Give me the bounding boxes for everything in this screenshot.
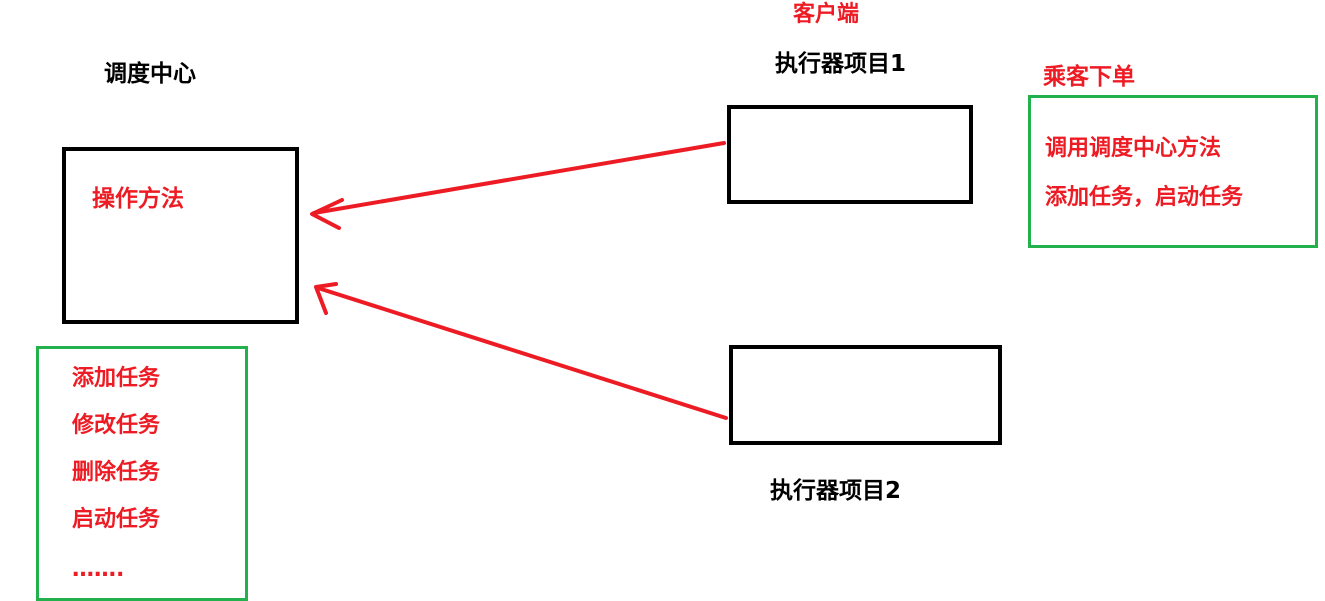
operation-item-start: 启动任务 — [72, 507, 161, 532]
operation-item-delete: 删除任务 — [72, 460, 161, 485]
passenger-line-add-start: 添加任务，启动任务 — [1045, 185, 1244, 210]
passenger-box: 调用调度中心方法 添加任务，启动任务 — [1028, 95, 1318, 248]
client-title: 客户端 — [793, 2, 860, 27]
passenger-title: 乘客下单 — [1043, 64, 1135, 90]
executor1-box — [727, 105, 973, 204]
operation-item-add: 添加任务 — [72, 366, 161, 391]
executor1-label: 执行器项目1 — [775, 51, 907, 77]
scheduler-box: 操作方法 — [62, 147, 299, 324]
scheduler-box-label: 操作方法 — [92, 186, 184, 212]
arrowhead — [314, 282, 338, 315]
arrow-executor2-to-scheduler — [314, 282, 728, 420]
operation-item-more: ……. — [72, 557, 125, 582]
operations-list-box: 添加任务 修改任务 删除任务 启动任务 ……. — [36, 346, 248, 601]
executor2-label: 执行器项目2 — [770, 478, 902, 504]
passenger-line-call: 调用调度中心方法 — [1045, 136, 1222, 161]
arrow-shaft — [316, 286, 728, 420]
arrow-executor1-to-scheduler — [310, 141, 726, 230]
executor2-box — [729, 345, 1002, 445]
operation-item-modify: 修改任务 — [72, 413, 161, 438]
arrowhead — [310, 198, 344, 230]
arrow-shaft — [312, 141, 726, 215]
scheduler-title: 调度中心 — [104, 61, 196, 87]
